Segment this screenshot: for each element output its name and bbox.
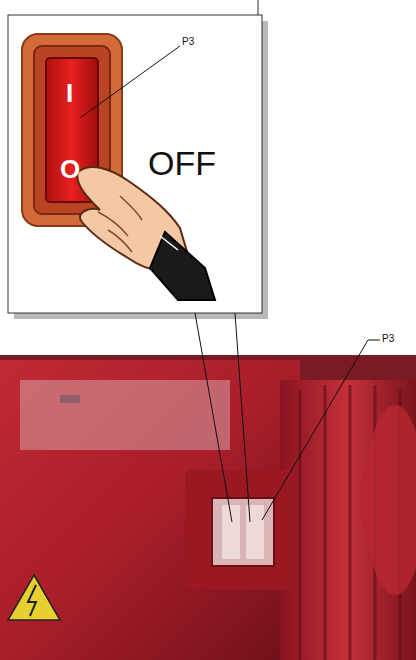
pressing-hand <box>77 167 215 300</box>
switch-off-symbol: O <box>60 156 80 182</box>
callout-label: P3 <box>382 334 394 344</box>
switch-on-symbol: I <box>66 80 73 106</box>
leader-lines <box>80 46 380 522</box>
state-label: OFF <box>148 146 216 180</box>
motor-photo <box>0 355 416 660</box>
callout-label: P3 <box>182 37 194 47</box>
inset-panel <box>8 0 268 319</box>
